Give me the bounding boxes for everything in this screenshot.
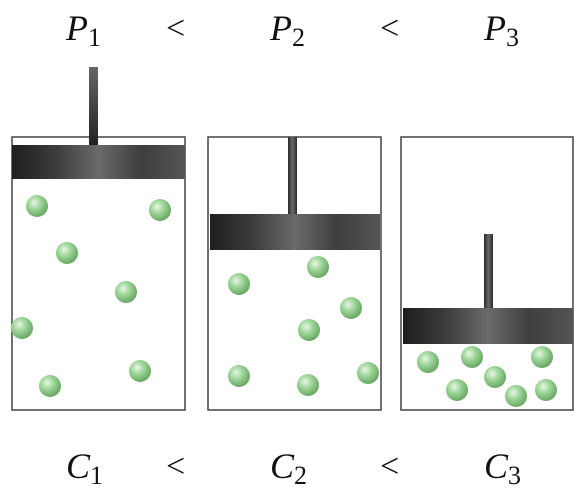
gas-particle-icon — [340, 297, 362, 319]
gas-particle-icon — [297, 374, 319, 396]
gas-particle-icon — [484, 366, 506, 388]
gas-particle-icon — [307, 256, 329, 278]
gas-particle-icon — [298, 319, 320, 341]
gas-particle-icon — [357, 362, 379, 384]
container-1-wall — [11, 136, 186, 411]
gas-particle-icon — [505, 385, 527, 407]
less-than-sign-bottom-2: < — [380, 448, 400, 485]
gas-particle-icon — [39, 375, 61, 397]
less-than-sign-top-1: < — [166, 10, 186, 47]
piston-rod-3 — [484, 234, 493, 310]
gas-particle-icon — [115, 281, 137, 303]
concentration-label-2: C2 — [270, 446, 308, 490]
container-2 — [207, 136, 382, 411]
less-than-sign-top-2: < — [380, 10, 400, 47]
pressure-label-3: P3 — [484, 8, 519, 52]
container-3 — [400, 136, 574, 411]
gas-particle-icon — [531, 346, 553, 368]
container-1 — [11, 67, 186, 411]
particles-2 — [228, 256, 379, 396]
piston-rod-1 — [89, 67, 98, 145]
gas-particle-icon — [56, 242, 78, 264]
gas-particle-icon — [149, 199, 171, 221]
gas-particle-icon — [129, 360, 151, 382]
piston-icon — [12, 145, 185, 179]
gas-particle-icon — [26, 195, 48, 217]
concentration-label-1: C1 — [66, 446, 104, 490]
gas-particle-icon — [535, 379, 557, 401]
gas-particle-icon — [11, 317, 33, 339]
pressure-label-2: P2 — [270, 8, 305, 52]
particles-1 — [11, 195, 171, 397]
gas-particle-icon — [228, 273, 250, 295]
less-than-sign-bottom-1: < — [166, 448, 186, 485]
gas-particle-icon — [446, 379, 468, 401]
piston-icon — [210, 214, 380, 250]
particles-3 — [417, 346, 557, 407]
gas-particle-icon — [228, 365, 250, 387]
gas-particle-icon — [417, 351, 439, 373]
piston-icon — [403, 308, 573, 344]
gas-particle-icon — [461, 346, 483, 368]
concentration-label-3: C3 — [484, 446, 522, 490]
piston-rod-2 — [288, 137, 297, 215]
pressure-label-1: P1 — [66, 8, 101, 52]
